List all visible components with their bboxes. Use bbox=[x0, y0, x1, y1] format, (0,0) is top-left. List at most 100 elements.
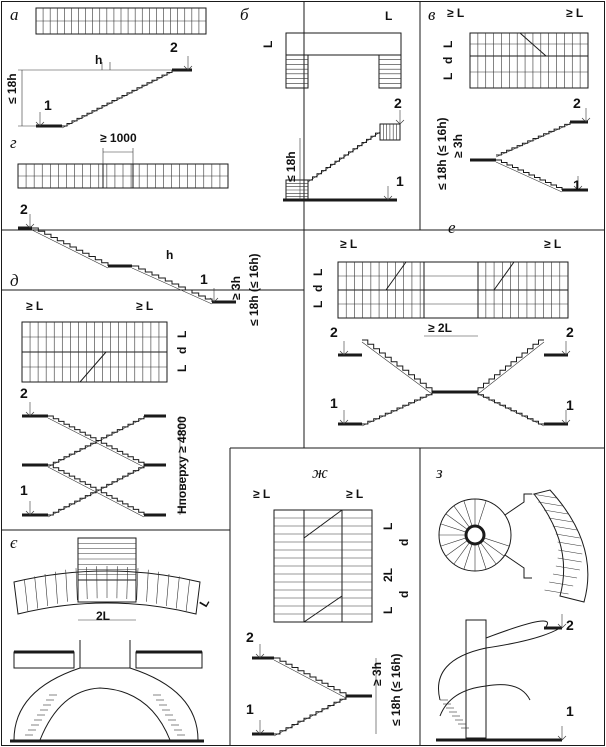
drawing-line bbox=[581, 117, 587, 123]
drawing-line bbox=[29, 510, 35, 516]
drawing-line bbox=[543, 509, 568, 515]
level-lower-e-left: 1 bbox=[330, 395, 338, 411]
drawing-line bbox=[484, 537, 510, 547]
drawing-line bbox=[65, 569, 68, 602]
drawing-line bbox=[339, 419, 345, 425]
drawing-line bbox=[463, 544, 473, 570]
flight-e-right-up bbox=[477, 392, 544, 425]
drawing-line bbox=[561, 623, 567, 629]
drawing-line bbox=[555, 565, 580, 571]
drawing-line bbox=[557, 541, 582, 547]
drawing-line bbox=[343, 419, 349, 425]
dim-geL-zh-left: ≥ L bbox=[253, 487, 270, 501]
drawing-line bbox=[463, 500, 473, 526]
drawing-line bbox=[25, 411, 31, 417]
drawing-line bbox=[339, 350, 345, 356]
drawing-line bbox=[75, 568, 78, 601]
flight-v-lower-soffit bbox=[495, 161, 563, 193]
drawing-line bbox=[577, 185, 583, 191]
dim-L-e-upper: L bbox=[311, 269, 325, 276]
flight-b bbox=[308, 130, 381, 181]
drawing-line bbox=[552, 573, 578, 579]
dim-hfloor-d: Hповерху ≥ 4800 bbox=[175, 416, 189, 514]
level-lower-v: 1 bbox=[573, 177, 581, 193]
flight-d-d-soffit bbox=[47, 466, 145, 518]
drawing-line bbox=[387, 195, 393, 201]
flight-e-right-down bbox=[477, 339, 544, 392]
plan-v-diagonal bbox=[519, 32, 547, 57]
drawing-line bbox=[561, 350, 567, 356]
flight-b-soffit bbox=[307, 131, 381, 183]
plan-z-exit bbox=[504, 554, 532, 579]
plan-b-right bbox=[378, 54, 402, 89]
dim-d-e: d bbox=[311, 285, 325, 292]
panel-label-v: в bbox=[428, 5, 436, 24]
flight-g-lower bbox=[132, 265, 213, 302]
plan-z-curved-flight bbox=[533, 489, 589, 603]
panel-label-d: д bbox=[10, 271, 19, 290]
plan-z-newel bbox=[464, 524, 486, 546]
drawing-line bbox=[557, 735, 563, 741]
drawing-line bbox=[175, 576, 180, 609]
section-ye-inner-arch bbox=[39, 687, 171, 741]
flight-zh-b-soffit bbox=[273, 697, 347, 737]
dim-3h-zh: ≥ 3h bbox=[370, 662, 384, 686]
drawing-line bbox=[25, 223, 31, 229]
drawing-line bbox=[538, 501, 563, 507]
drawing-line bbox=[557, 557, 582, 563]
dim-2L-zh: 2L bbox=[381, 568, 395, 582]
dim-18h16h-g: ≤ 18h (≤ 16h) bbox=[247, 253, 261, 326]
drawing-line bbox=[445, 540, 468, 557]
dim-geL-e-right: ≥ L bbox=[544, 237, 561, 251]
drawing-line bbox=[209, 297, 215, 303]
flight-zh-a bbox=[274, 657, 347, 696]
level-lower-a: 1 bbox=[44, 97, 52, 113]
drawing-line bbox=[548, 517, 573, 523]
plan-g-landing bbox=[102, 163, 134, 189]
drawing-line bbox=[55, 571, 58, 604]
drawing-line bbox=[25, 510, 31, 516]
dim-L-zh-2: L bbox=[381, 607, 395, 614]
drawing-line bbox=[86, 566, 88, 599]
drawing-line bbox=[477, 544, 487, 570]
drawing-line bbox=[29, 223, 35, 229]
drawing-line bbox=[259, 653, 265, 659]
drawing-line bbox=[558, 549, 583, 555]
drawing-line bbox=[482, 540, 505, 557]
dim-geL-v-left: ≥ L bbox=[447, 6, 464, 20]
section-z-column bbox=[465, 619, 487, 739]
drawing-line bbox=[136, 568, 139, 601]
flight-e-right-up-soffit bbox=[477, 393, 545, 427]
dim-3h-g: ≥ 3h bbox=[229, 276, 243, 300]
drawing-line bbox=[395, 119, 401, 125]
flight-g-upper bbox=[32, 227, 109, 266]
drawing-line bbox=[44, 573, 48, 607]
flight-e-right-down-soffit bbox=[477, 341, 545, 395]
dim-L-e-lower: L bbox=[311, 301, 325, 308]
drawing-line bbox=[303, 509, 343, 539]
section-z-helix-lower bbox=[439, 684, 531, 717]
flight-e-left-down-soffit bbox=[361, 341, 433, 395]
drawing-line bbox=[166, 573, 170, 607]
plan-b-left bbox=[285, 54, 309, 89]
drawn-stairs-layer bbox=[10, 7, 591, 743]
drawing-line bbox=[35, 121, 41, 127]
panel-label-zh: ж bbox=[312, 463, 328, 482]
level-upper-e-left: 2 bbox=[330, 324, 338, 340]
dim-geL-e-left: ≥ L bbox=[340, 237, 357, 251]
panel-label-e: е bbox=[448, 218, 456, 237]
flight-v-upper bbox=[496, 122, 571, 156]
flight-e-left-up bbox=[362, 392, 433, 425]
drawing-line bbox=[34, 576, 39, 609]
dim-geL-v-right: ≥ L bbox=[566, 6, 583, 20]
flight-v-upper-soffit bbox=[495, 123, 571, 158]
level-upper-a: 2 bbox=[170, 39, 178, 55]
drawing-line bbox=[532, 493, 557, 499]
flight-v-lower bbox=[496, 159, 563, 190]
dim-d-zh-1: d bbox=[397, 539, 411, 546]
dim-L-b-side: L bbox=[261, 41, 275, 48]
drawing-line bbox=[13, 651, 75, 669]
level-lower-b: 1 bbox=[396, 173, 404, 189]
